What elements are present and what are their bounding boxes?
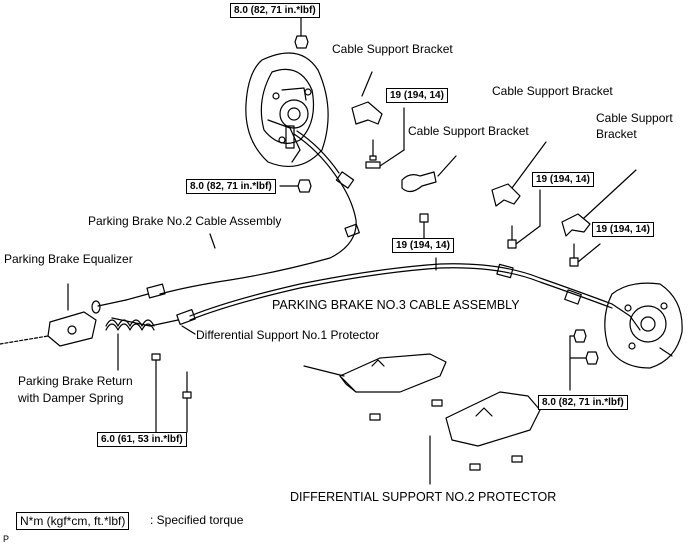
torque-spec-bracket-4-bolt: 19 (194, 14) bbox=[592, 222, 654, 237]
label-parking-brake-equalizer: Parking Brake Equalizer bbox=[4, 252, 133, 266]
diff-support-no1-protector bbox=[303, 353, 447, 421]
cable-support-bracket-1 bbox=[351, 71, 383, 125]
torque-spec-bracket-3-bolt: 19 (194, 14) bbox=[532, 172, 594, 187]
torque-spec-bracket-2-bolt: 19 (194, 14) bbox=[392, 238, 454, 253]
label-cable-support-bracket-3: Cable Support Bracket bbox=[492, 84, 613, 98]
legend-text: : Specified torque bbox=[150, 513, 244, 527]
label-diff-support-no1: Differential Support No.1 Protector bbox=[196, 328, 380, 342]
torque-spec-lower-left-bolt: 8.0 (82, 71 in.*lbf) bbox=[186, 179, 276, 194]
cable-support-bracket-3 bbox=[491, 141, 547, 207]
no3-cable bbox=[111, 263, 613, 327]
bracket-bolts bbox=[365, 107, 601, 267]
diff-support-no2-protector bbox=[429, 391, 541, 485]
label-cable-support-bracket-4-line1: Cable Support bbox=[596, 111, 673, 125]
label-cable-support-bracket-2: Cable Support Bracket bbox=[408, 124, 529, 138]
bolt-upper-left bbox=[294, 17, 309, 49]
nuts-right-plate bbox=[569, 329, 599, 391]
bolts-6nm bbox=[151, 353, 192, 433]
return-spring bbox=[105, 319, 155, 371]
no2-cable bbox=[91, 130, 360, 314]
torque-spec-right-plate-nuts: 8.0 (82, 71 in.*lbf) bbox=[538, 395, 628, 410]
label-return-spring-line2: with Damper Spring bbox=[18, 391, 124, 405]
parking-brake-equalizer bbox=[0, 283, 97, 347]
cable-support-bracket-2 bbox=[401, 155, 457, 193]
label-diff-support-no2: DIFFERENTIAL SUPPORT NO.2 PROTECTOR bbox=[290, 490, 557, 504]
figure-code: P bbox=[3, 534, 10, 544]
label-parking-brake-no3-cable: PARKING BRAKE NO.3 CABLE ASSEMBLY bbox=[272, 298, 520, 312]
torque-spec-upper-left-bolt: 8.0 (82, 71 in.*lbf) bbox=[230, 3, 320, 18]
right-brake-backing-plate bbox=[604, 282, 683, 369]
label-parking-brake-no2-cable: Parking Brake No.2 Cable Assembly bbox=[88, 214, 282, 228]
torque-spec-cable-bolts: 6.0 (61, 53 in.*lbf) bbox=[97, 432, 187, 447]
label-cable-support-bracket-4-line2: Bracket bbox=[596, 127, 637, 141]
label-cable-support-bracket-1: Cable Support Bracket bbox=[332, 42, 453, 56]
bolt-lower-left bbox=[279, 179, 312, 193]
torque-spec-bracket-1-bolt: 19 (194, 14) bbox=[386, 88, 448, 103]
label-return-spring-line1: Parking Brake Return bbox=[18, 374, 133, 388]
left-brake-backing-plate bbox=[245, 52, 329, 168]
cable-support-bracket-4 bbox=[561, 169, 637, 237]
legend-unit-box: N*m (kgf*cm, ft.*lbf) bbox=[16, 512, 130, 530]
leader-lines bbox=[181, 233, 437, 335]
